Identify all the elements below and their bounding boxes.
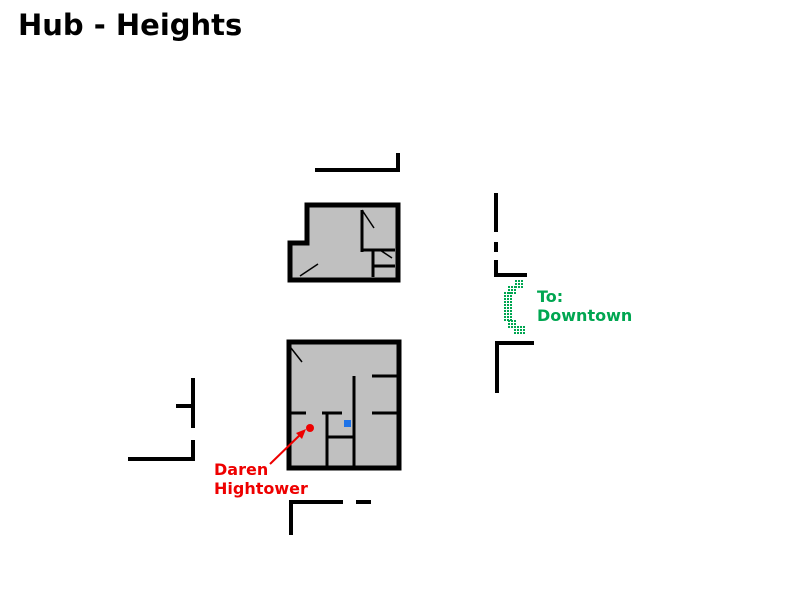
exit-zone-dot (508, 320, 510, 322)
lower-building-door (290, 347, 303, 363)
exit-zone-dot (504, 292, 506, 294)
exit-zone-dot (520, 326, 522, 328)
exit-zone-dot (504, 307, 506, 309)
exit-zone-dot (507, 298, 509, 300)
exit-zone-dot (517, 329, 519, 331)
exit-zone-dot (510, 310, 512, 312)
exit-zone-dot (514, 329, 516, 331)
exit-zone-dot (510, 313, 512, 315)
exit-zone-dot (511, 286, 513, 288)
exit-zone-dot (504, 313, 506, 315)
exit-zone-dot (504, 319, 506, 321)
exterior-walls (128, 153, 534, 535)
exit-zone-dot (507, 295, 509, 297)
exit-zone-dot (517, 326, 519, 328)
exit-zone-dot (510, 301, 512, 303)
exit-zone-dot (510, 316, 512, 318)
exit-zone-dot (523, 326, 525, 328)
npc-marker (306, 424, 314, 432)
exit-zone-dot (515, 280, 517, 282)
exit-zone-dot (504, 316, 506, 318)
exit-zone-dot (514, 320, 516, 322)
exit-zone-dot (507, 304, 509, 306)
exit-zone-dot (510, 304, 512, 306)
exit-zone-dot (507, 313, 509, 315)
npc-marker-group (269, 424, 314, 465)
exit-zone-dot (511, 289, 513, 291)
upper-building-floor (287, 202, 401, 283)
exit-zone-dot (508, 286, 510, 288)
exit-zone-dot (507, 307, 509, 309)
npc-pointer-arrowhead (296, 429, 306, 439)
exit-zone-dot (510, 307, 512, 309)
exit-zone-dot (504, 304, 506, 306)
exit-zone-dot (523, 329, 525, 331)
exit-zone-dot (521, 280, 523, 282)
exit-label-line2: Downtown (537, 306, 633, 325)
upper-building (287, 202, 401, 283)
exit-zone-dot (518, 286, 520, 288)
npc-label-last-name: Hightower (214, 479, 308, 498)
exit-zone-dot (514, 332, 516, 334)
player-marker (344, 420, 351, 427)
exit-zone-dot (514, 326, 516, 328)
exit-zone-dot (521, 286, 523, 288)
exit-zone-dot (515, 283, 517, 285)
exit-zone-dot (517, 332, 519, 334)
exit-zone-dot (507, 301, 509, 303)
exit-zone-dot (504, 310, 506, 312)
npc-label: Daren Hightower (214, 460, 308, 498)
exit-zone-dot (508, 323, 510, 325)
lower-building-interior-walls (291, 374, 397, 466)
exit-zone-dot (510, 298, 512, 300)
exit-zone-dot (521, 283, 523, 285)
exit-zone-dot (508, 326, 510, 328)
exit-label-line1: To: (537, 287, 564, 306)
exit-zone-dot (514, 289, 516, 291)
exit-label: To: Downtown (537, 287, 632, 325)
exit-zone-dot (523, 332, 525, 334)
exit-zone-dot (511, 320, 513, 322)
exit-zone-dot (520, 329, 522, 331)
upper-building-interior-walls (360, 210, 395, 277)
exit-zone-dot (520, 332, 522, 334)
npc-pointer-line (269, 431, 304, 465)
exit-zone-dot (504, 301, 506, 303)
exit-zone-dot (504, 295, 506, 297)
exit-zone-dot (507, 310, 509, 312)
map-title: Hub - Heights (18, 8, 243, 42)
exit-zone-dot (504, 298, 506, 300)
exit-zone-dot (514, 286, 516, 288)
exit-zone-dot (510, 292, 512, 294)
exit-zone-dot (514, 292, 516, 294)
exit-zone-dot (511, 326, 513, 328)
exit-zone-dot (518, 283, 520, 285)
exit-zone-dot (511, 323, 513, 325)
exit-zone-dot (508, 289, 510, 291)
exit-zone-dot (507, 316, 509, 318)
exit-zone-downtown (504, 280, 525, 334)
exit-zone-dot (514, 323, 516, 325)
exit-zone-dot (510, 295, 512, 297)
upper-building-doors (299, 209, 393, 277)
npc-label-first-name: Daren (214, 460, 269, 479)
lower-building (286, 339, 402, 471)
exit-zone-dot (518, 280, 520, 282)
lower-building-floor (286, 339, 402, 471)
exit-zone-dot (507, 292, 509, 294)
